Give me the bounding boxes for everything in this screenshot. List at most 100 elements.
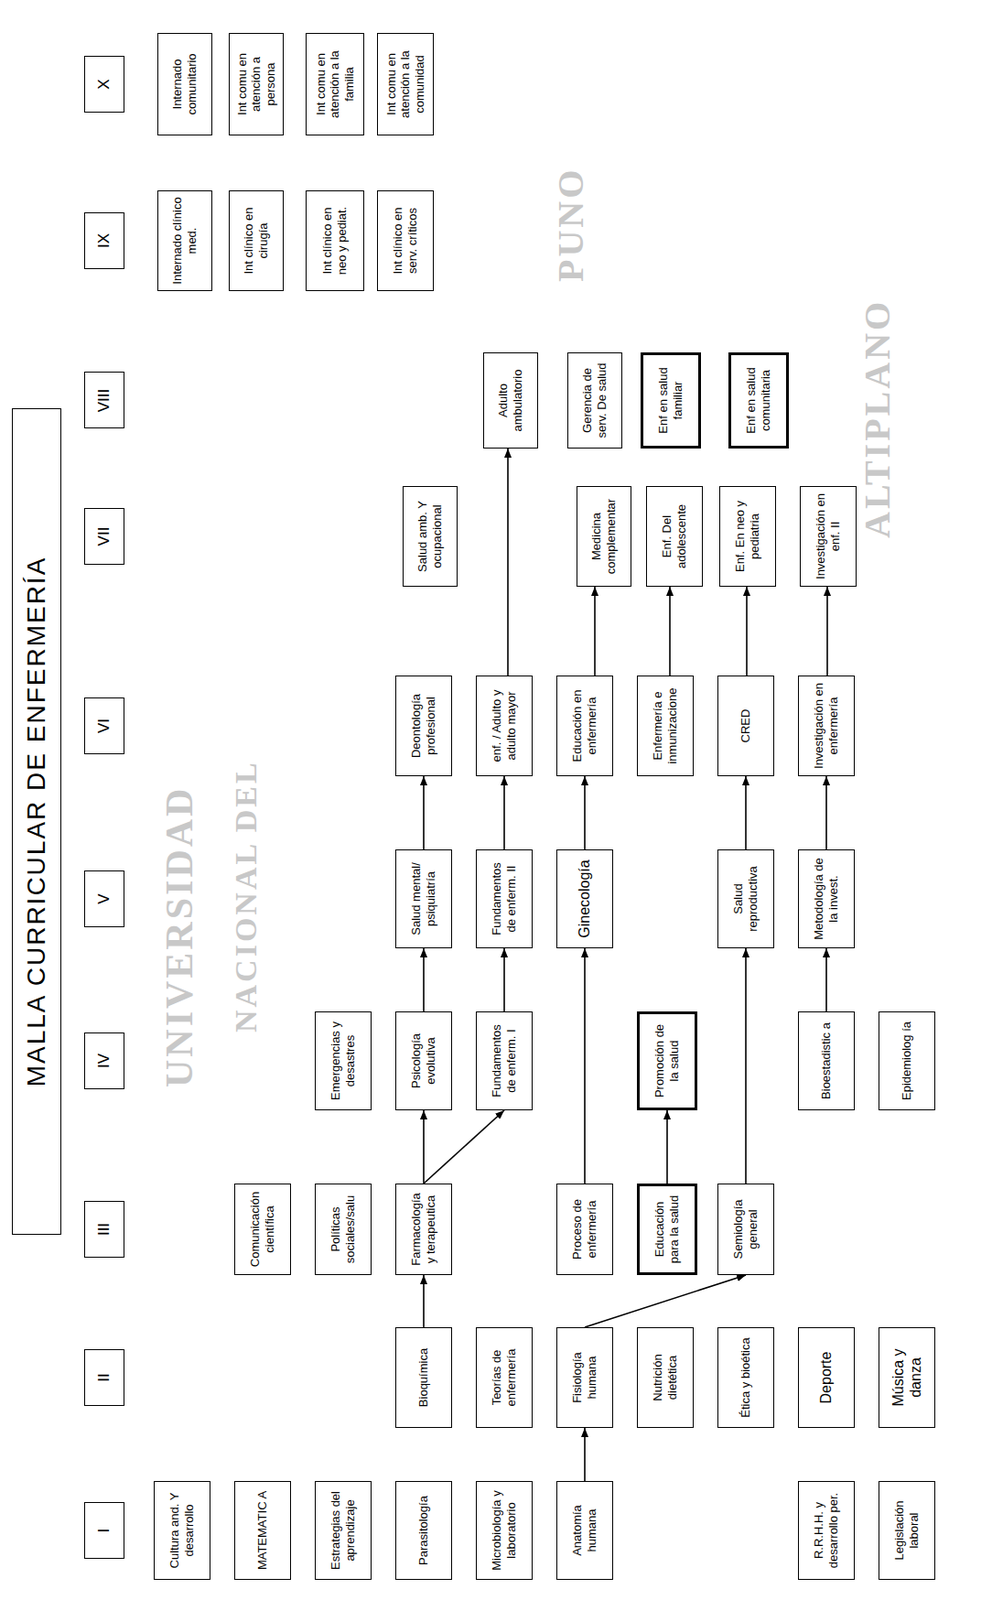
course-box: Gerencia de serv. De salud [567, 352, 623, 449]
course-box: Investigación en enf. II [799, 485, 857, 587]
course-name: Int clínico en cirugía [241, 195, 270, 286]
course-name: Investigación en enf. II [813, 491, 842, 582]
course-name: Medicina complementar [589, 491, 618, 582]
course-box: Salud reproductiva [717, 849, 775, 949]
course-name: Salud amb. Y ocupacional [415, 491, 444, 582]
course-box: Int comu en atención a la comunidad [377, 32, 434, 136]
semester-number: V [95, 893, 114, 904]
semester-number: III [95, 1222, 114, 1236]
course-box: Cultura and. Y desarrollo [153, 1480, 211, 1580]
course-box: Educación en enfermería [556, 675, 614, 777]
semester-number: VIII [95, 388, 114, 413]
course-box: R.R.H.H. y desarrollo per. [797, 1480, 855, 1580]
course-name: Int comu en atención a la familia [313, 38, 357, 130]
course-name: Enf. Del adolescente [659, 491, 689, 582]
semester-number: IX [95, 233, 114, 248]
course-name: Gerencia de serv. De salud [580, 357, 609, 443]
course-box: enf. / Adulto y adulto mayor [475, 675, 533, 777]
course-box: Ética y bioética [717, 1326, 775, 1428]
course-name: Investigación en enfermería [811, 680, 841, 771]
course-box: Teorías de enfermería [475, 1326, 533, 1428]
course-box: Enfermería e inmunizacione [636, 675, 694, 777]
course-box: Promoción de la salud [636, 1011, 698, 1111]
semester-number: IV [95, 1053, 114, 1068]
semester-header: II [84, 1348, 125, 1406]
course-name: Bioquímica [416, 1347, 432, 1407]
course-name: MATEMATIC A [255, 1490, 270, 1570]
course-name: Educación en enfermería [570, 680, 599, 771]
course-box: Bioquímica [395, 1326, 453, 1428]
course-name: Cultura and. Y desarrollo [167, 1486, 196, 1575]
semester-header: X [84, 55, 125, 113]
semester-header: VII [84, 507, 125, 565]
course-box: Educación para la salud [636, 1183, 698, 1275]
course-name: Emergencias y desastres [328, 1016, 357, 1105]
course-name: enf. / Adulto y adulto mayor [489, 680, 518, 771]
course-name: Educación para la salud [652, 1190, 681, 1268]
course-box: Música y danza [878, 1326, 936, 1428]
course-name: Parasitología [416, 1495, 432, 1565]
semester-header: VI [84, 697, 125, 755]
semester-number: VII [95, 527, 114, 547]
prerequisite-arrow [503, 776, 506, 850]
course-name: Nutrición dietética [650, 1332, 680, 1423]
prerequisite-arrow [422, 1274, 425, 1327]
course-box: Int clínico en neo y pediat. [305, 190, 365, 292]
course-box: Metodología de la invest. [797, 849, 855, 949]
course-name: Fundamentos de enferm. II [489, 854, 518, 943]
prerequisite-arrow [422, 1110, 425, 1184]
course-box: Nutrición dietética [636, 1326, 694, 1428]
prerequisite-arrow [583, 776, 586, 850]
prerequisite-arrow [668, 586, 671, 676]
course-name: Deporte [817, 1351, 835, 1404]
course-box: Enf. Del adolescente [646, 485, 703, 587]
watermark-text: PUNO [549, 167, 593, 282]
semester-header: IV [84, 1032, 125, 1090]
course-name: Ética y bioética [738, 1337, 754, 1417]
course-box: Microbiología y laboratorio [475, 1480, 533, 1580]
semester-header: VIII [84, 372, 125, 430]
course-box: Emergencias y desastres [314, 1011, 372, 1111]
course-name: Enf en salud comunitaria [744, 359, 773, 442]
course-name: Int clínico en neo y pediat. [320, 195, 349, 286]
prerequisite-arrow [422, 776, 425, 850]
course-box: Enf. En neo y pediatria [719, 485, 777, 587]
course-name: Legislación laboral [892, 1486, 921, 1575]
course-name: Ginecología [575, 859, 594, 938]
semester-header: V [84, 870, 125, 928]
course-name: Fisiología humana [570, 1332, 599, 1423]
prerequisite-arrow [825, 776, 828, 850]
course-box: Anatomía humana [556, 1480, 614, 1580]
course-box: Políticas sociales/salu [314, 1183, 372, 1275]
course-name: Promoción de la salud [652, 1018, 681, 1103]
prerequisite-arrow [422, 948, 425, 1012]
course-box: Semiología general [717, 1183, 775, 1275]
course-box: Int comu en atención a persona [228, 32, 284, 136]
course-name: Fundamentos de enferm. I [489, 1016, 518, 1105]
course-box: Bioestadistic a [797, 1011, 855, 1111]
course-box: Internado comunitario [157, 32, 213, 136]
course-name: Int comu en atención a persona [235, 38, 279, 130]
course-name: Microbiología y laboratorio [489, 1486, 518, 1575]
course-box: Proceso de enfermería [556, 1183, 614, 1275]
prerequisite-arrow [744, 776, 747, 850]
course-name: Proceso de enfermería [570, 1188, 599, 1270]
course-box: Salud amb. Y ocupacional [402, 485, 458, 587]
course-name: CRED [738, 709, 754, 744]
course-box: Farmacología y terapeutica [395, 1183, 453, 1275]
course-name: Psicología evolutiva [409, 1016, 438, 1105]
course-name: Int clínico en serv. críticos [390, 195, 420, 286]
course-name: Políticas sociales/salu [328, 1188, 357, 1270]
semester-header: III [84, 1200, 125, 1258]
course-box: Fisiología humana [556, 1326, 614, 1428]
prerequisite-arrow [593, 586, 596, 676]
course-box: Ginecología [556, 849, 614, 949]
course-name: Teorías de enfermería [489, 1332, 518, 1423]
prerequisite-arrow [506, 448, 509, 676]
prerequisite-arrow [583, 1427, 586, 1481]
prerequisite-arrow [583, 948, 586, 1184]
course-name: Enf en salud familiar [656, 359, 685, 442]
course-box: Fundamentos de enferm. II [475, 849, 533, 949]
prerequisite-arrow [423, 1110, 505, 1184]
